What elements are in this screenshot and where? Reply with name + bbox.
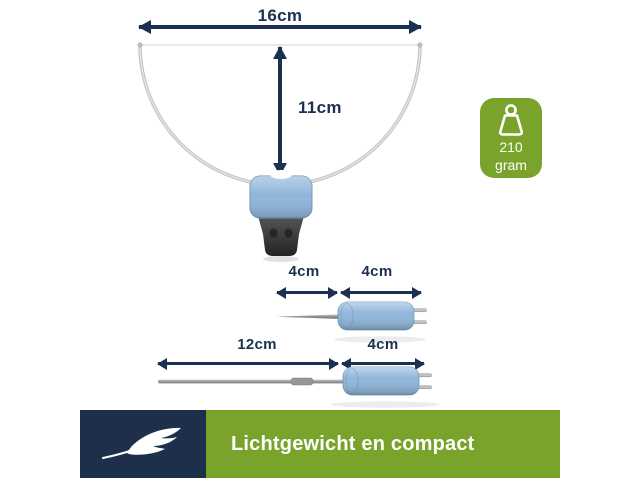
short-probe-needle-label: 4cm — [288, 263, 320, 280]
hoop-width-arrow — [139, 25, 421, 29]
long-probe-body-label: 4cm — [367, 336, 399, 353]
short-probe-needle-arrow — [277, 291, 337, 294]
short-probe-body-arrow — [341, 291, 421, 294]
probe-rod — [158, 379, 344, 384]
long-probe-photo — [158, 366, 439, 408]
long-probe-rod-arrow — [158, 362, 338, 365]
clip-photo — [249, 170, 313, 262]
hoop-width-label: 16cm — [257, 6, 303, 25]
clip-handle — [258, 216, 304, 256]
weight-badge: 210 gram — [480, 98, 542, 178]
weight-icon — [498, 104, 524, 136]
banner: Lichtgewicht en compact — [206, 410, 560, 478]
banner-icon-tile — [80, 410, 206, 478]
weight-value: 210 — [499, 139, 523, 155]
probe-needle — [276, 314, 338, 319]
banner-text: Lichtgewicht en compact — [231, 432, 475, 455]
hoop-height-label: 11cm — [298, 98, 342, 117]
short-probe-photo — [276, 301, 427, 343]
weight-unit: gram — [495, 157, 527, 173]
long-probe-rod-label: 12cm — [237, 336, 277, 353]
hoop-height-arrow — [278, 47, 282, 175]
short-probe-body-label: 4cm — [361, 263, 393, 280]
feather-icon — [102, 427, 181, 459]
long-probe-body-arrow — [342, 362, 424, 365]
